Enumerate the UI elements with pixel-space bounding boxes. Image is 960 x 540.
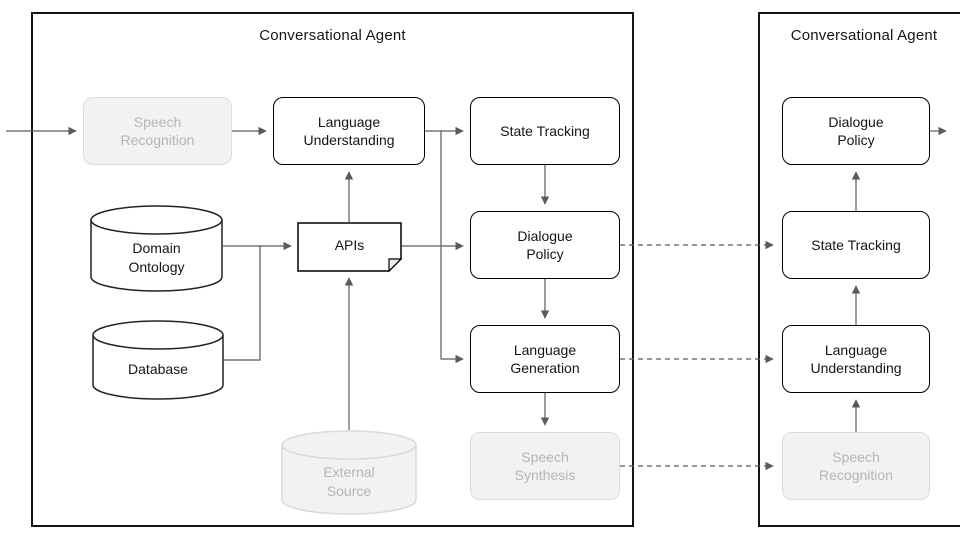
node-state-tracking: State Tracking [470, 97, 620, 165]
node-state-tracking-2: State Tracking [782, 211, 930, 279]
node-label: Domain Ontology [128, 240, 185, 275]
node-speech-recognition-2: Speech Recognition [782, 432, 930, 500]
node-label: Language Understanding [810, 341, 902, 376]
node-speech-recognition: Speech Recognition [83, 97, 232, 165]
node-dialogue-policy-2: Dialogue Policy [782, 97, 930, 165]
node-label: Dialogue Policy [517, 227, 573, 262]
arrow-db-to-apis [224, 241, 292, 361]
node-language-understanding-2: Language Understanding [782, 325, 930, 393]
node-language-generation: Language Generation [470, 325, 620, 393]
node-speech-synthesis: Speech Synthesis [470, 432, 620, 500]
node-language-understanding: Language Understanding [273, 97, 425, 165]
node-database: Database [92, 320, 224, 400]
node-label: External Source [323, 464, 375, 499]
node-label: Dialogue Policy [828, 113, 884, 148]
node-external-source: External Source [281, 430, 417, 515]
node-label: Speech Recognition [819, 448, 893, 483]
node-label: Speech Synthesis [514, 448, 576, 483]
node-label: Language Understanding [303, 113, 395, 148]
node-label: Database [128, 360, 188, 377]
node-label: APIs [334, 237, 365, 253]
document-shape-icon [297, 222, 403, 273]
arrow-lu-to-lg [440, 131, 464, 364]
node-label: Language Generation [510, 341, 580, 376]
node-label: State Tracking [500, 122, 590, 139]
cylinder-icon [90, 205, 223, 292]
node-dialogue-policy: Dialogue Policy [470, 211, 620, 279]
node-label: State Tracking [811, 236, 901, 253]
left-agent-title: Conversational Agent [259, 27, 406, 44]
cylinder-icon [281, 430, 417, 515]
cylinder-icon [92, 320, 224, 400]
right-agent-title: Conversational Agent [790, 27, 938, 44]
node-apis: APIs [297, 222, 403, 273]
node-label: Speech Recognition [120, 113, 195, 148]
node-domain-ontology: Domain Ontology [90, 205, 223, 292]
